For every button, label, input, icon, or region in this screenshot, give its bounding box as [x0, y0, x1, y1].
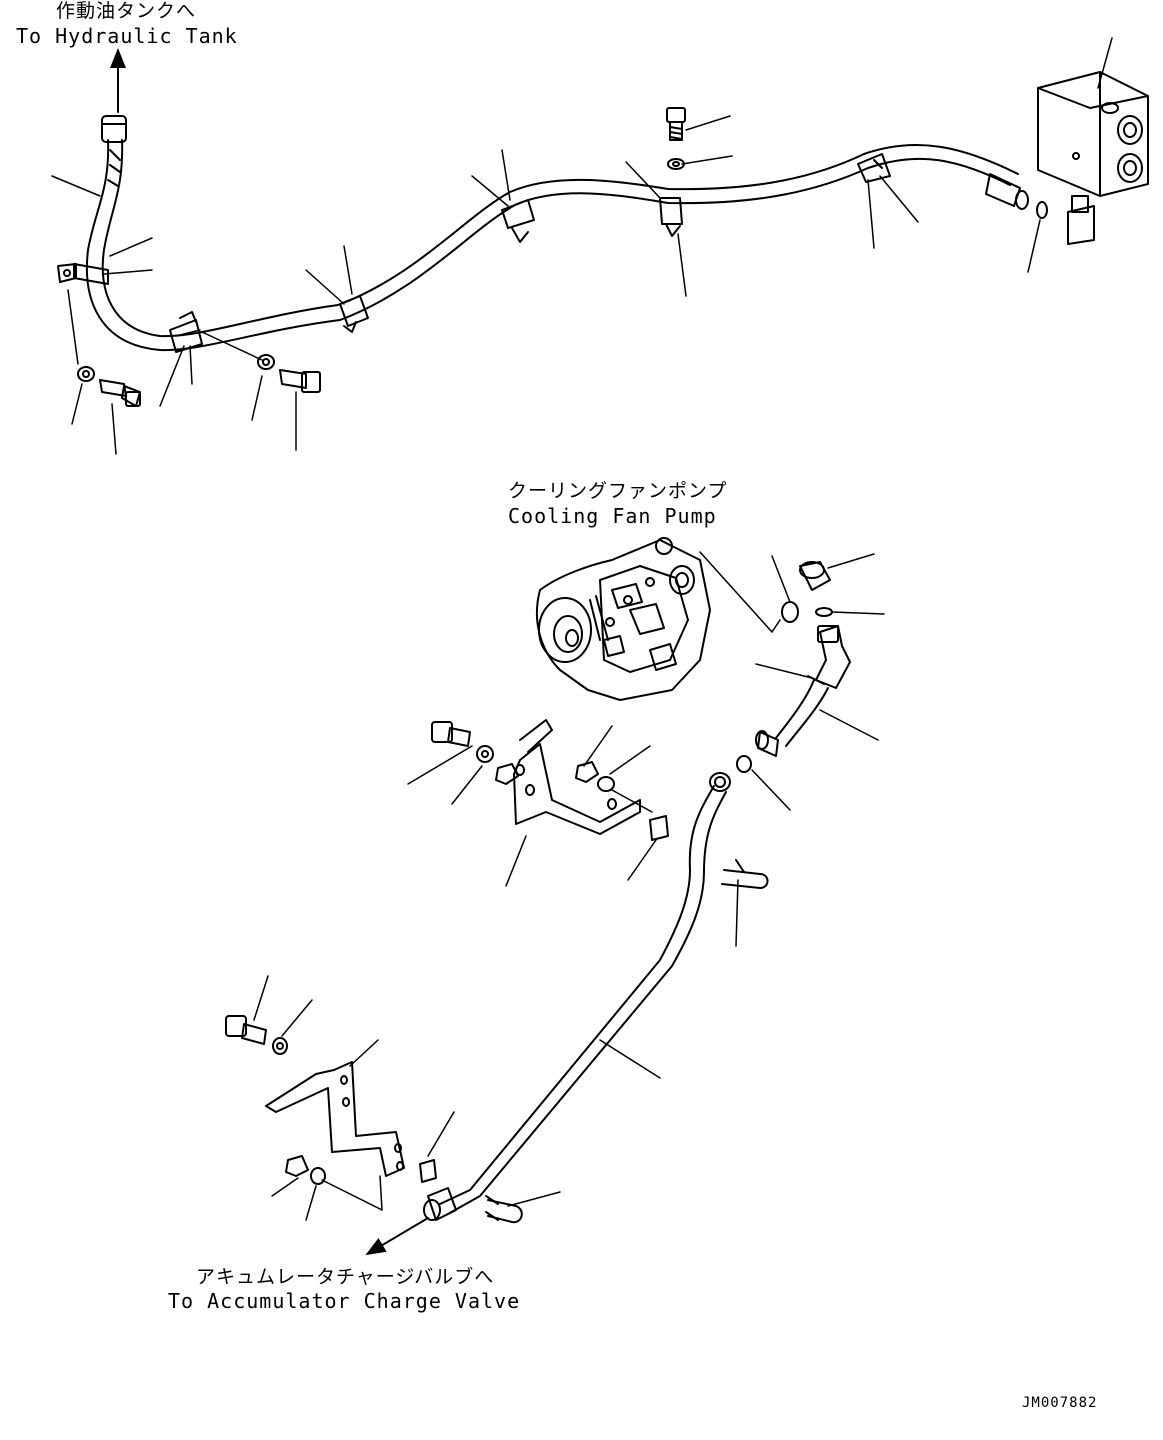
bracket-lower	[265, 1061, 405, 1177]
u-bolt-lower	[485, 1195, 523, 1224]
o-ring-1	[781, 601, 799, 623]
cooling-fan-pump	[536, 537, 711, 701]
nut-upper	[495, 763, 519, 785]
clamp-6	[857, 153, 891, 183]
lower-pipe	[423, 772, 731, 1221]
pipe-clip-lower	[419, 1159, 437, 1183]
drawing-code: JM007882	[1022, 1395, 1098, 1411]
clamp-1	[57, 263, 109, 285]
label-pump-jp: クーリングファンポンプ	[508, 480, 728, 502]
elbow-hose-end	[815, 625, 851, 689]
leader-lines-upper	[51, 37, 1113, 455]
nut-lower	[285, 1155, 309, 1177]
u-bolt-upper	[721, 859, 769, 889]
o-ring-3	[736, 755, 752, 773]
bolt-bracket-lower	[225, 1015, 267, 1045]
label-hydraulic-tank-jp: 作動油タンクへ	[56, 0, 197, 22]
washer-1	[77, 366, 95, 382]
bolt-bracket-upper	[431, 721, 471, 747]
clamp-2	[169, 311, 203, 353]
label-accumulator-en: To Accumulator Charge Valve	[168, 1289, 521, 1313]
clamp-3	[339, 295, 369, 333]
label-pump-en: Cooling Fan Pump	[508, 504, 717, 528]
washer-5	[272, 1037, 288, 1055]
o-ring-2	[815, 607, 833, 617]
washer-4	[597, 776, 615, 792]
washer-6	[310, 1167, 326, 1185]
arrow-to-accumulator	[365, 1217, 429, 1256]
valve-fitting	[1036, 195, 1095, 245]
elbow-fitting	[799, 561, 831, 591]
washer-3	[476, 745, 494, 763]
hose-right-fitting	[985, 173, 1029, 210]
clamp-4	[501, 199, 535, 243]
leader-lines-lower	[253, 553, 885, 1221]
washer-2	[257, 354, 275, 370]
short-hose	[755, 675, 829, 757]
nut-2	[575, 761, 599, 783]
valve-block	[1037, 71, 1149, 197]
bolt-top-center	[666, 107, 686, 170]
upper-return-hose	[86, 115, 1019, 352]
pipe-clip-upper	[649, 815, 669, 841]
clamp-5	[659, 197, 683, 237]
bolt-2	[279, 369, 321, 393]
bracket-upper	[513, 719, 641, 835]
label-accumulator-jp: アキュムレータチャージバルブへ	[196, 1266, 495, 1288]
bolt-1	[99, 379, 141, 407]
label-hydraulic-tank-en: To Hydraulic Tank	[16, 24, 238, 48]
